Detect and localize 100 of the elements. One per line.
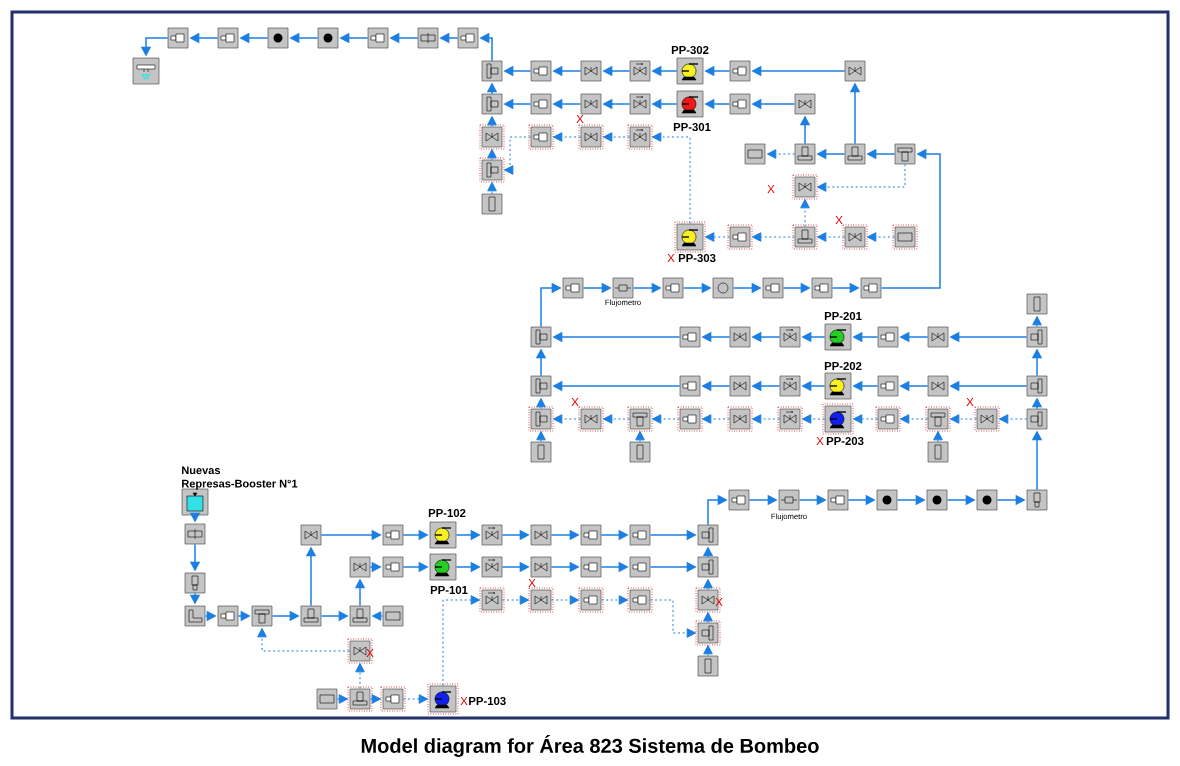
valve-box: [927, 375, 949, 397]
dot-fitting-box: [926, 489, 948, 511]
dot-fitting-box: [876, 489, 898, 511]
pipe-line: [355, 662, 365, 690]
pipe-line: [866, 232, 896, 242]
reducer-box: [679, 326, 701, 348]
pressure-box: [892, 224, 918, 250]
reducer-box: [827, 489, 849, 511]
valve-box: [729, 375, 751, 397]
closed-mark: X: [715, 598, 723, 606]
pipe-line: [800, 198, 810, 228]
tee-box: [251, 605, 273, 627]
pump-label: PP-201: [824, 312, 862, 320]
valve-box: [580, 93, 602, 115]
tee-box: [481, 60, 503, 82]
check-valve-box: [481, 524, 503, 546]
pipe-line: [816, 232, 846, 242]
valve-box: [974, 406, 1000, 432]
reducer-box: [860, 277, 882, 299]
valve-box: [580, 60, 602, 82]
pipe-line: [336, 694, 349, 704]
pipe-line: [949, 414, 978, 424]
end-cap-box: [530, 441, 552, 463]
tee-box: [530, 326, 552, 348]
tee-box: [481, 93, 503, 115]
pump-label: PP-101: [430, 586, 468, 594]
pump-label: PP-103: [469, 697, 506, 706]
reducer-box: [528, 124, 554, 150]
reducer-box: [382, 556, 404, 578]
closed-mark: X: [966, 398, 974, 406]
pipe-line: [704, 232, 731, 242]
pipe-line: [751, 232, 796, 242]
reducer-box: [167, 27, 189, 49]
closed-mark: X: [528, 579, 536, 587]
tee-box: [479, 157, 505, 183]
pipe-line: [369, 694, 382, 704]
valve-box: [530, 556, 552, 578]
pipe-line: [552, 414, 582, 424]
pump-label: PP-303: [678, 254, 716, 263]
check-valve-box: [479, 587, 505, 613]
reducer-box: [727, 224, 753, 250]
pressure-box: [382, 605, 404, 627]
reducer-box: [530, 93, 552, 115]
reducer-box: [877, 326, 899, 348]
reducer-box: [217, 27, 239, 49]
tee-box: [349, 605, 371, 627]
closed-mark: X: [816, 437, 824, 445]
pipe-line: [602, 414, 631, 424]
pipe-line: [602, 132, 631, 142]
pump-label: PP-302: [671, 46, 709, 55]
check-valve-box: [629, 60, 651, 82]
pipe-line: [487, 181, 497, 195]
check-valve-box: [779, 326, 801, 348]
pipe-line: [487, 148, 497, 161]
reducer-box: [578, 587, 604, 613]
closed-mark: X: [835, 216, 843, 224]
reducer-box: [877, 375, 899, 397]
pipe-line: [487, 115, 497, 128]
pipe-line: [371, 611, 384, 621]
pipe-line: [635, 430, 645, 443]
end-cap-box: [697, 655, 719, 677]
reducer-box: [875, 406, 901, 432]
reducer-box: [217, 605, 239, 627]
valve-box: [727, 406, 753, 432]
valve-box: [578, 406, 604, 432]
reducer-box: [367, 27, 389, 49]
pipe-line: [442, 595, 481, 687]
valve-box: [530, 524, 552, 546]
pipe-line: [402, 694, 429, 704]
end-cap-box: [1026, 293, 1048, 315]
caption-text: Model diagram for Área 823 Sistema de Bombeo: [361, 735, 819, 757]
pipe-line: [550, 595, 580, 605]
valve-box: [347, 638, 373, 664]
pipe-line: [552, 132, 582, 142]
reducer-box: [629, 556, 651, 578]
valve-box: [300, 524, 322, 546]
closed-mark: X: [571, 398, 579, 406]
pipe-line: [998, 414, 1028, 424]
reducer-box: [729, 60, 751, 82]
reducer-box: [382, 524, 404, 546]
reducer-box: [627, 587, 653, 613]
reducer-box: [580, 524, 602, 546]
pipe-line: [651, 132, 691, 225]
reducer-box: [811, 277, 833, 299]
pipe-line: [257, 627, 351, 652]
elbow-box: [184, 605, 206, 627]
tee-box: [347, 686, 373, 712]
tee-box: [794, 143, 816, 165]
reducer-box: [679, 375, 701, 397]
tee-box: [530, 375, 552, 397]
valve-box: [927, 326, 949, 348]
check-valve-box: [629, 93, 651, 115]
coupling-box: [184, 523, 206, 545]
pipe-line: [899, 414, 929, 424]
reducer-box: [662, 277, 684, 299]
reducer-box: [729, 93, 751, 115]
pipe-line: [501, 595, 530, 605]
valve-box: [695, 587, 721, 613]
check-valve-box: [481, 556, 503, 578]
pressure-box: [744, 143, 766, 165]
